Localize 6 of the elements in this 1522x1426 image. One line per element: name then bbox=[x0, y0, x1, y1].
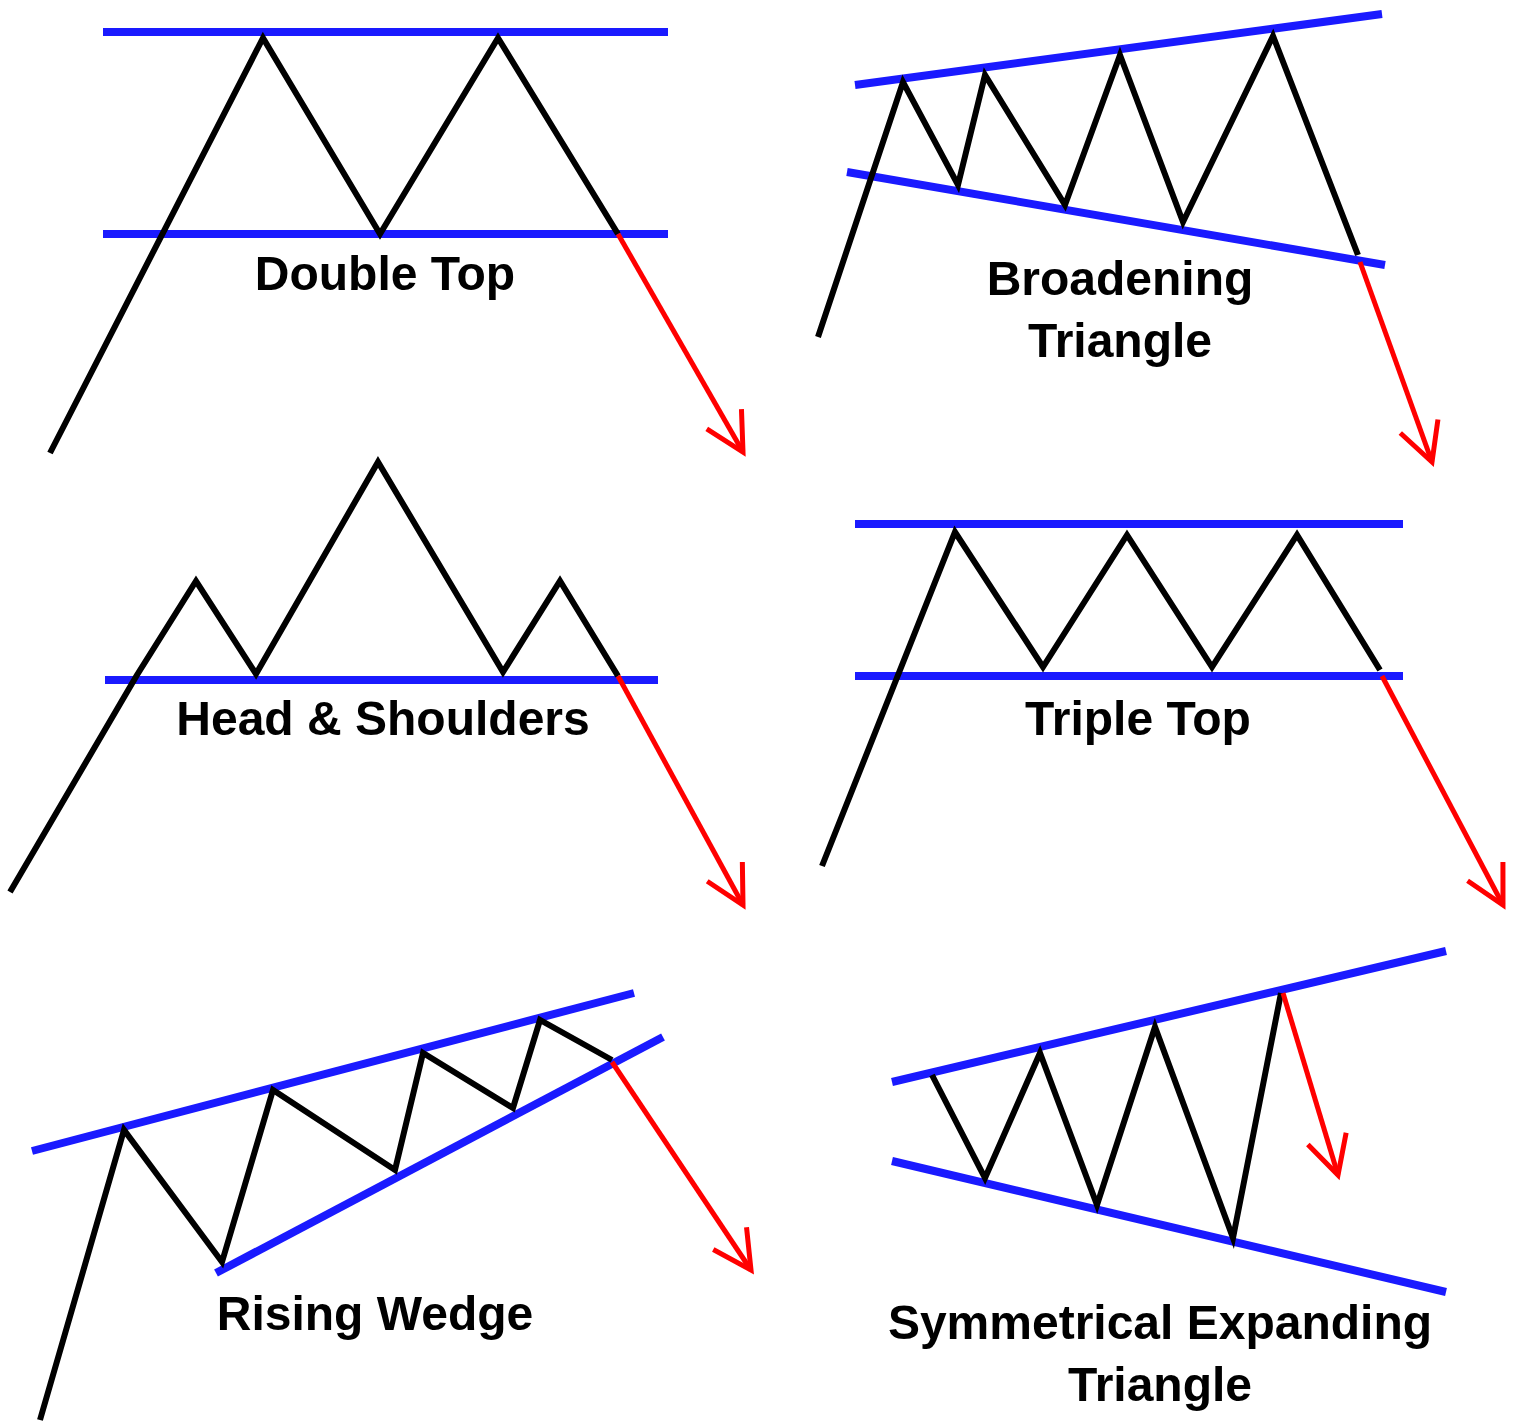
pattern-label: Symmetrical Expanding Triangle bbox=[886, 1295, 1434, 1413]
pattern-label: Head & Shoulders bbox=[175, 691, 591, 747]
pattern-label: Rising Wedge bbox=[215, 1286, 535, 1342]
pattern-label: Triple Top bbox=[1024, 691, 1252, 747]
pattern-label: Double Top bbox=[253, 246, 517, 302]
pattern-label: Broadening Triangle bbox=[985, 251, 1255, 369]
